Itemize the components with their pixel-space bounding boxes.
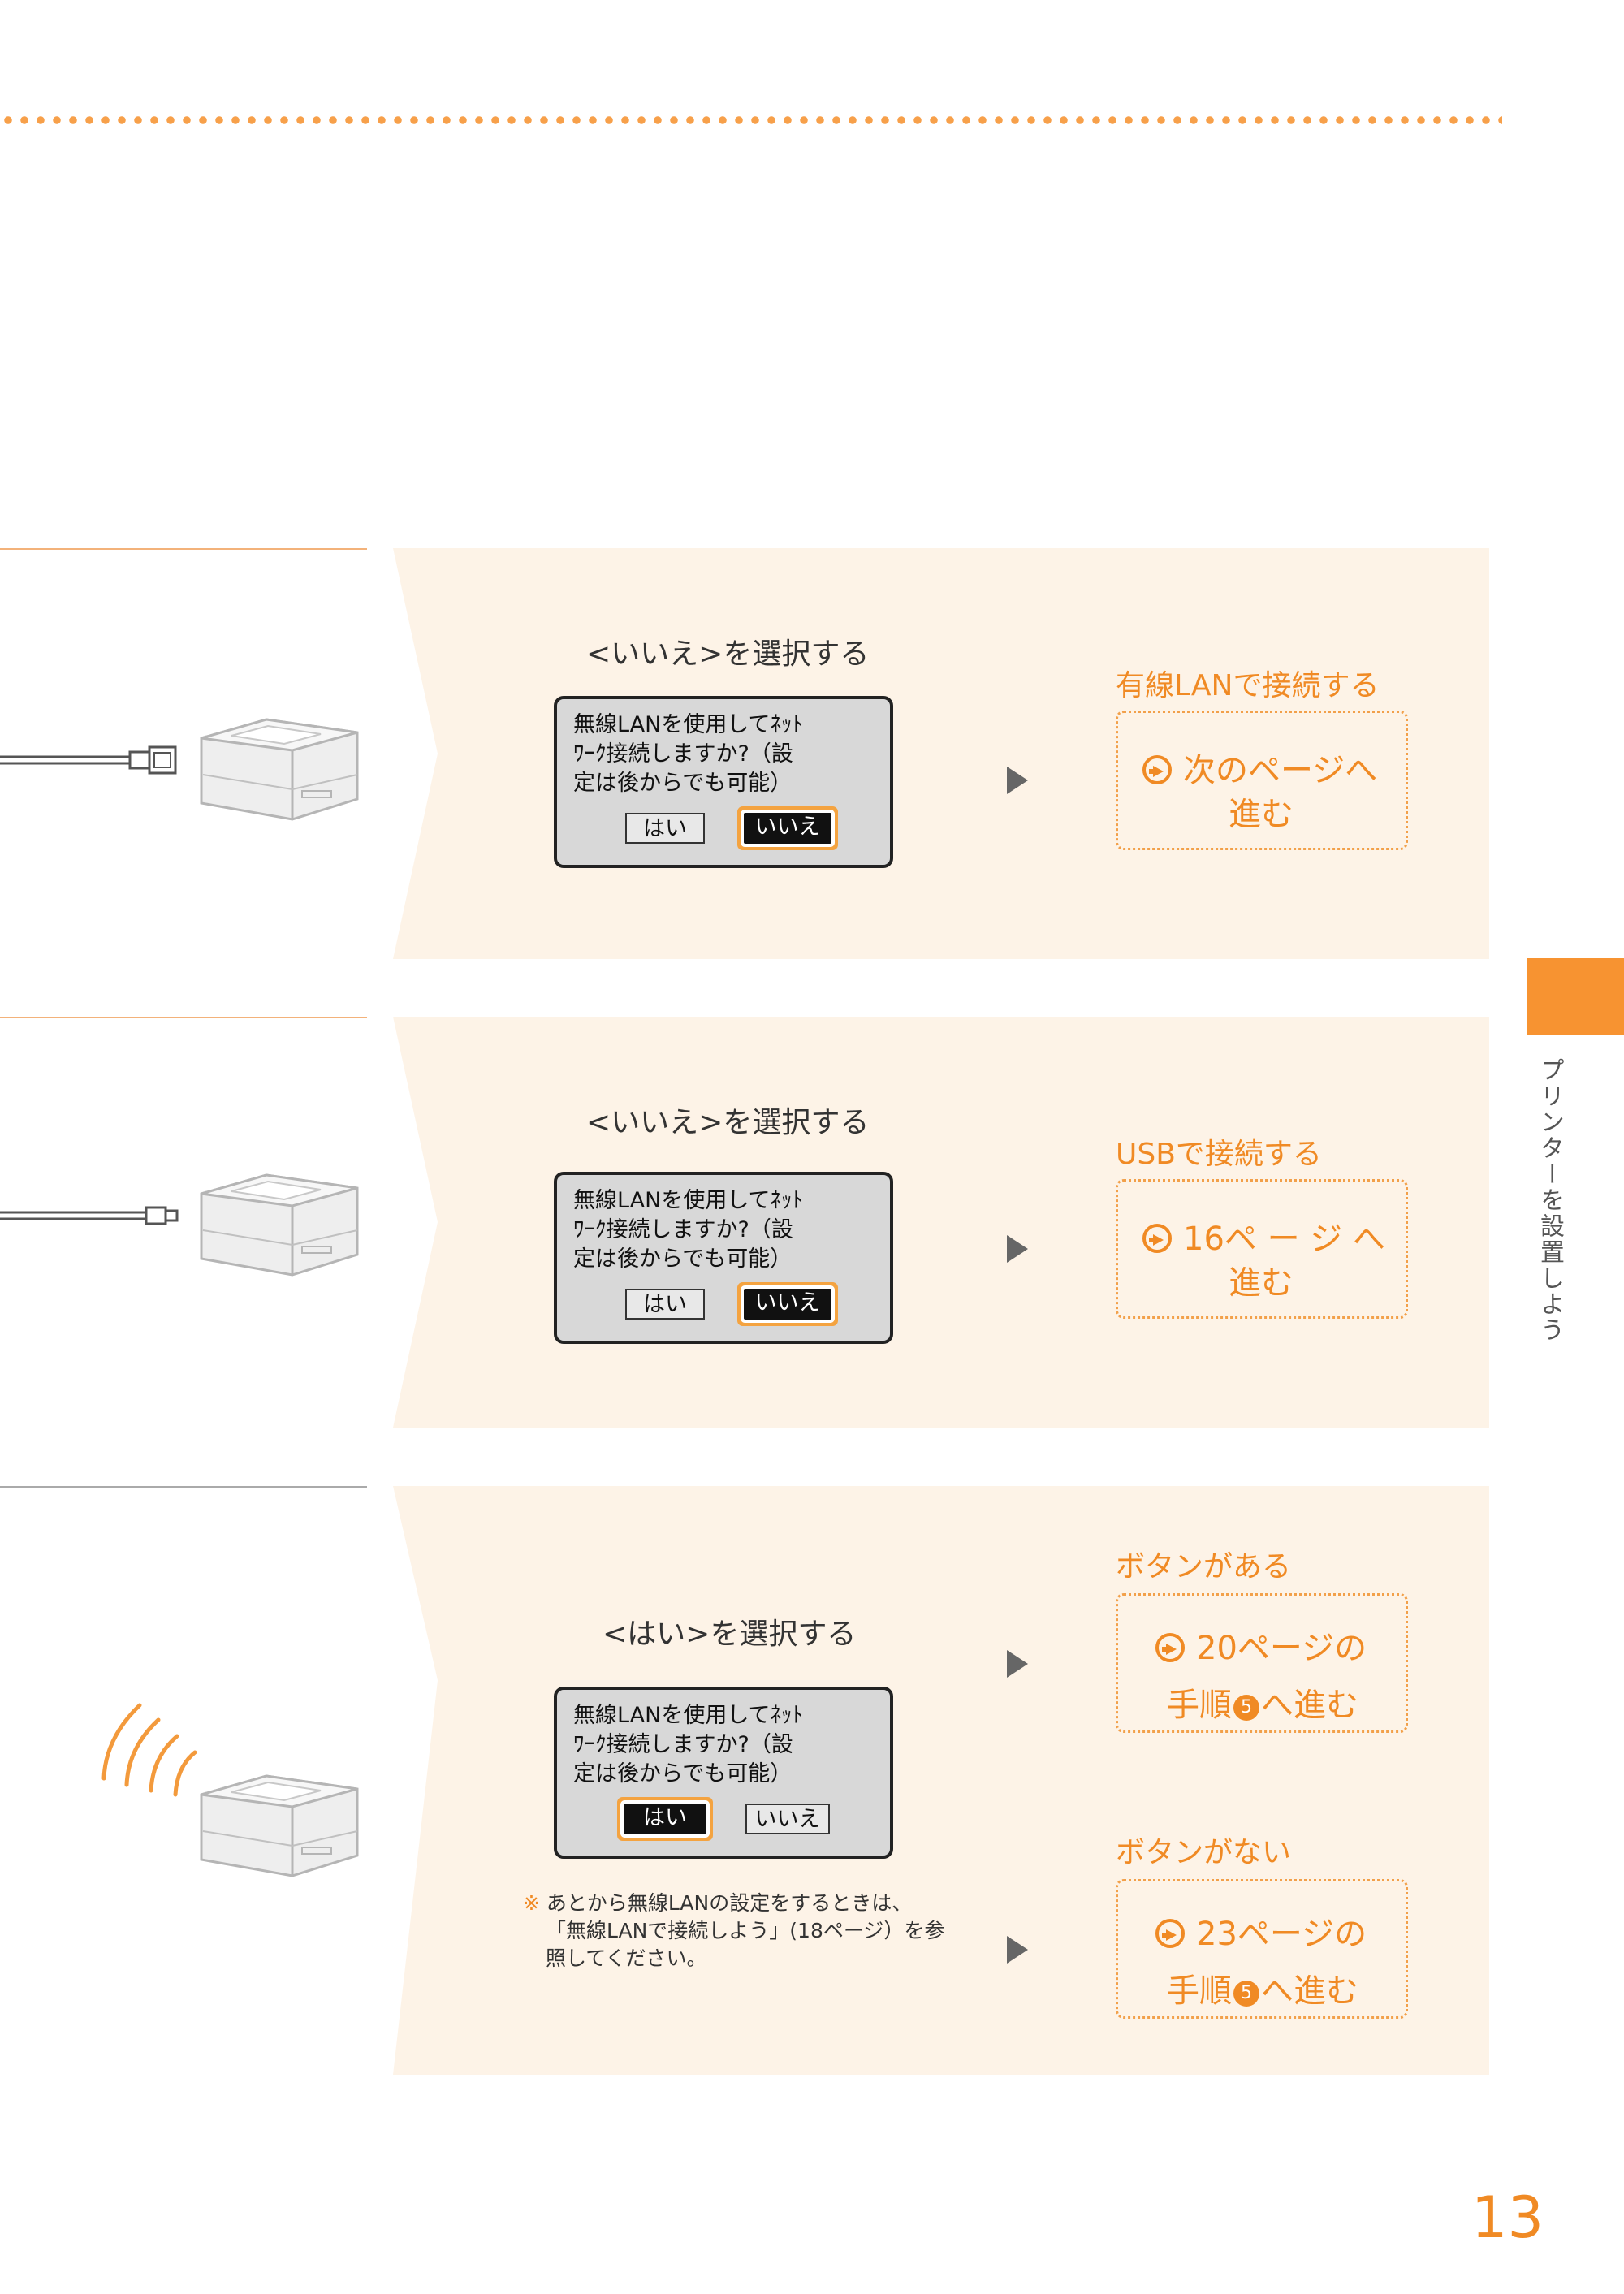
step-number-badge: 5 (1233, 1695, 1259, 1721)
note-line2: 「無線LANで接続しよう」(18ページ）を参 (546, 1919, 945, 1942)
wireless-waves-icon (102, 1703, 197, 1797)
arrow-circle-icon (1142, 755, 1172, 784)
option2-text2a: 手順 (1167, 1972, 1232, 2010)
row1-dest-line2: 進む (1229, 796, 1294, 833)
row2-dest-line1: 16ペ ー ジ へ (1142, 1212, 1385, 1259)
step-number-badge: 5 (1233, 1981, 1259, 2007)
row1-lcd-screen: 無線LANを使用してﾈｯﾄ ﾜｰｸ接続しますか?（設 定は後からでも可能） はい… (554, 696, 893, 868)
usb-cable-icon (0, 1206, 179, 1225)
printer-icon (200, 1173, 359, 1277)
row3-next-arrow-1 (1007, 1650, 1028, 1678)
row1-next-arrow (1007, 767, 1028, 794)
lcd-no-button[interactable]: いいえ (744, 1289, 831, 1320)
lcd-yes-button[interactable]: はい (625, 1289, 705, 1320)
option2-text1: 23ページの (1196, 1916, 1367, 1953)
note-text1: あとから無線LANの設定をするときは、 (546, 1891, 913, 1915)
row3-lcd-screen: 無線LANを使用してﾈｯﾄ ﾜｰｸ接続しますか?（設 定は後からでも可能） はい… (554, 1687, 893, 1859)
top-dotted-divider (0, 114, 1502, 126)
lcd-message: 無線LANを使用してﾈｯﾄ ﾜｰｸ接続しますか?（設 定は後からでも可能） (573, 712, 804, 796)
printer-icon (200, 718, 359, 821)
printer-icon (200, 1774, 359, 1877)
lcd-no-button[interactable]: いいえ (745, 1804, 830, 1834)
page-number: 13 (1471, 2184, 1544, 2251)
row1-destination-box: 次のページへ 進む (1116, 711, 1408, 850)
option2-text2b: へ進む (1261, 1972, 1358, 2010)
row3-rule (0, 1486, 367, 1488)
row2-lcd-screen: 無線LANを使用してﾈｯﾄ ﾜｰｸ接続しますか?（設 定は後からでも可能） はい… (554, 1172, 893, 1344)
row3-option2-title: ボタンがない (1116, 1836, 1292, 1869)
option1-line1: 20ページの (1155, 1622, 1367, 1669)
row3-printer-illustration (102, 1703, 359, 1877)
arrow-circle-icon (1142, 1224, 1172, 1253)
option1-text1: 20ページの (1196, 1630, 1367, 1667)
row1-rule (0, 548, 367, 550)
note-line1: ※ あとから無線LANの設定をするときは、 (523, 1890, 945, 1917)
row3-option1-title: ボタンがある (1116, 1550, 1292, 1583)
option1-text2b: へ進む (1261, 1687, 1358, 1724)
row2-dest-line2: 進む (1229, 1264, 1294, 1302)
chapter-side-text: プリンターを設置しよう (1535, 1057, 1564, 1343)
row1-dest-line1: 次のページへ (1142, 744, 1377, 791)
note-mark: ※ (523, 1891, 540, 1915)
row2-method-title: USBで接続する (1116, 1138, 1322, 1171)
lcd-yes-button[interactable]: はい (625, 813, 705, 844)
lan-cable-icon (0, 745, 177, 775)
row1-method-title: 有線LANで接続する (1116, 669, 1380, 702)
row3-note: ※ あとから無線LANの設定をするときは、 「無線LANで接続しよう」(18ペー… (523, 1890, 945, 1972)
row1-printer-illustration (0, 718, 359, 821)
arrow-circle-icon (1155, 1919, 1185, 1948)
note-line3: 照してください。 (546, 1946, 707, 1970)
row2-next-arrow (1007, 1235, 1028, 1263)
row2-dest-text1: 16ペ ー ジ へ (1183, 1220, 1386, 1258)
row1-dest-text1: 次のページへ (1183, 752, 1378, 789)
row2-step-label: <いいえ>を選択する (586, 1106, 870, 1139)
arrow-circle-icon (1155, 1633, 1185, 1662)
lcd-yes-button[interactable]: はい (624, 1804, 706, 1834)
option2-line1: 23ページの (1155, 1907, 1367, 1955)
option1-text2a: 手順 (1167, 1687, 1232, 1724)
chapter-side-tab (1527, 958, 1624, 1035)
row3-next-arrow-2 (1007, 1936, 1028, 1964)
row2-destination-box: 16ペ ー ジ へ 進む (1116, 1179, 1408, 1319)
row2-rule (0, 1017, 367, 1018)
lcd-no-button[interactable]: いいえ (744, 813, 831, 844)
lcd-message: 無線LANを使用してﾈｯﾄ ﾜｰｸ接続しますか?（設 定は後からでも可能） (573, 1703, 804, 1786)
row2-printer-illustration (0, 1173, 359, 1277)
row3-step-label: <はい>を選択する (603, 1618, 857, 1651)
lcd-message: 無線LANを使用してﾈｯﾄ ﾜｰｸ接続しますか?（設 定は後からでも可能） (573, 1188, 804, 1272)
row1-step-label: <いいえ>を選択する (586, 637, 870, 671)
